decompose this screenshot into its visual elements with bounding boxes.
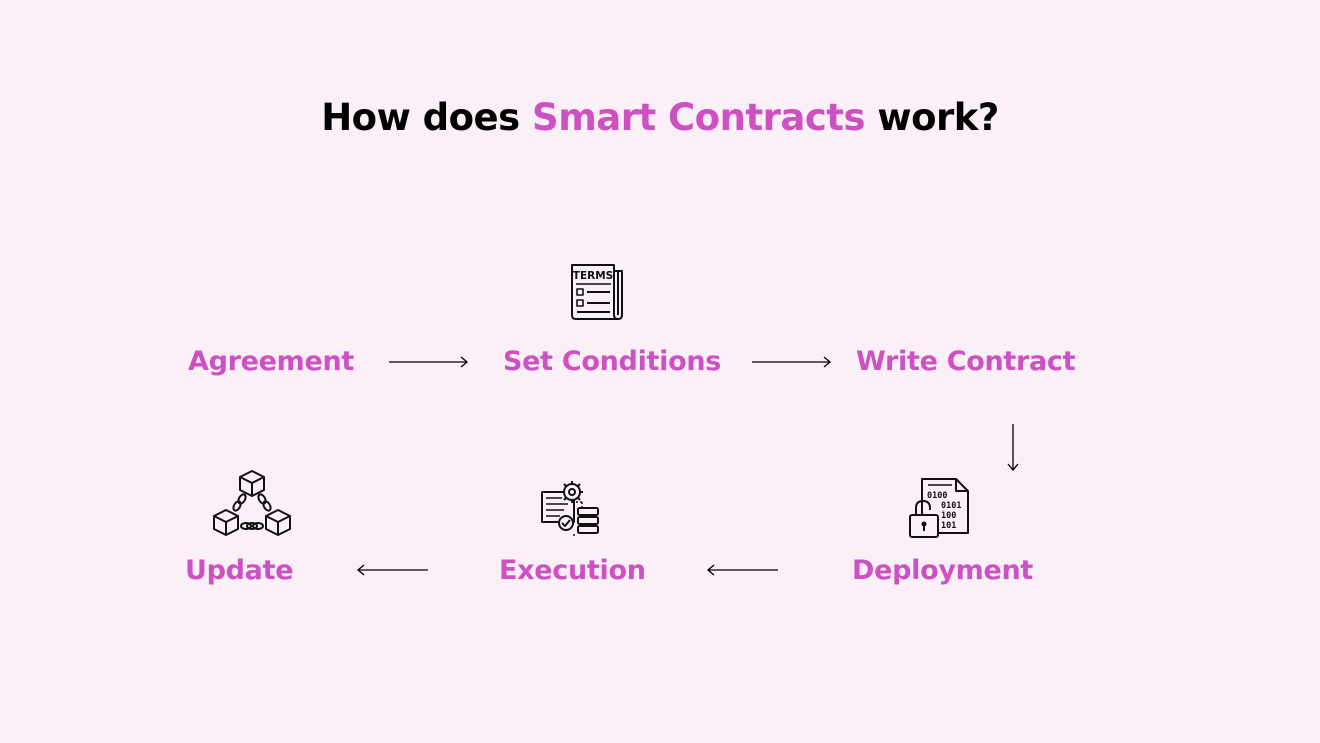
document-gear-database-icon bbox=[538, 478, 604, 540]
locked-binary-code-icon: 0100 0101 100 101 bbox=[908, 477, 972, 539]
step-set-conditions: Set Conditions bbox=[503, 346, 722, 377]
arrow-right-1 bbox=[385, 352, 475, 372]
arrow-right-2 bbox=[748, 352, 838, 372]
terms-label: TERMS bbox=[573, 270, 613, 282]
title-prefix: How does bbox=[321, 96, 533, 139]
title-highlight: Smart Contracts bbox=[532, 96, 865, 139]
blockchain-cubes-icon bbox=[210, 468, 294, 548]
svg-text:101: 101 bbox=[941, 521, 956, 531]
svg-text:0100: 0100 bbox=[927, 491, 947, 501]
terms-document-icon: TERMS bbox=[568, 263, 626, 321]
arrow-down bbox=[1003, 420, 1023, 480]
arrow-left-1 bbox=[700, 560, 790, 580]
svg-text:0101: 0101 bbox=[941, 501, 961, 511]
title-suffix: work? bbox=[865, 96, 999, 139]
page-title: How does Smart Contracts work? bbox=[0, 96, 1320, 139]
arrow-left-2 bbox=[350, 560, 440, 580]
step-update: Update bbox=[185, 555, 294, 586]
step-write-contract: Write Contract bbox=[856, 346, 1076, 377]
svg-text:100: 100 bbox=[941, 511, 956, 521]
step-execution: Execution bbox=[499, 555, 646, 586]
step-deployment: Deployment bbox=[852, 555, 1034, 586]
step-agreement: Agreement bbox=[188, 346, 355, 377]
